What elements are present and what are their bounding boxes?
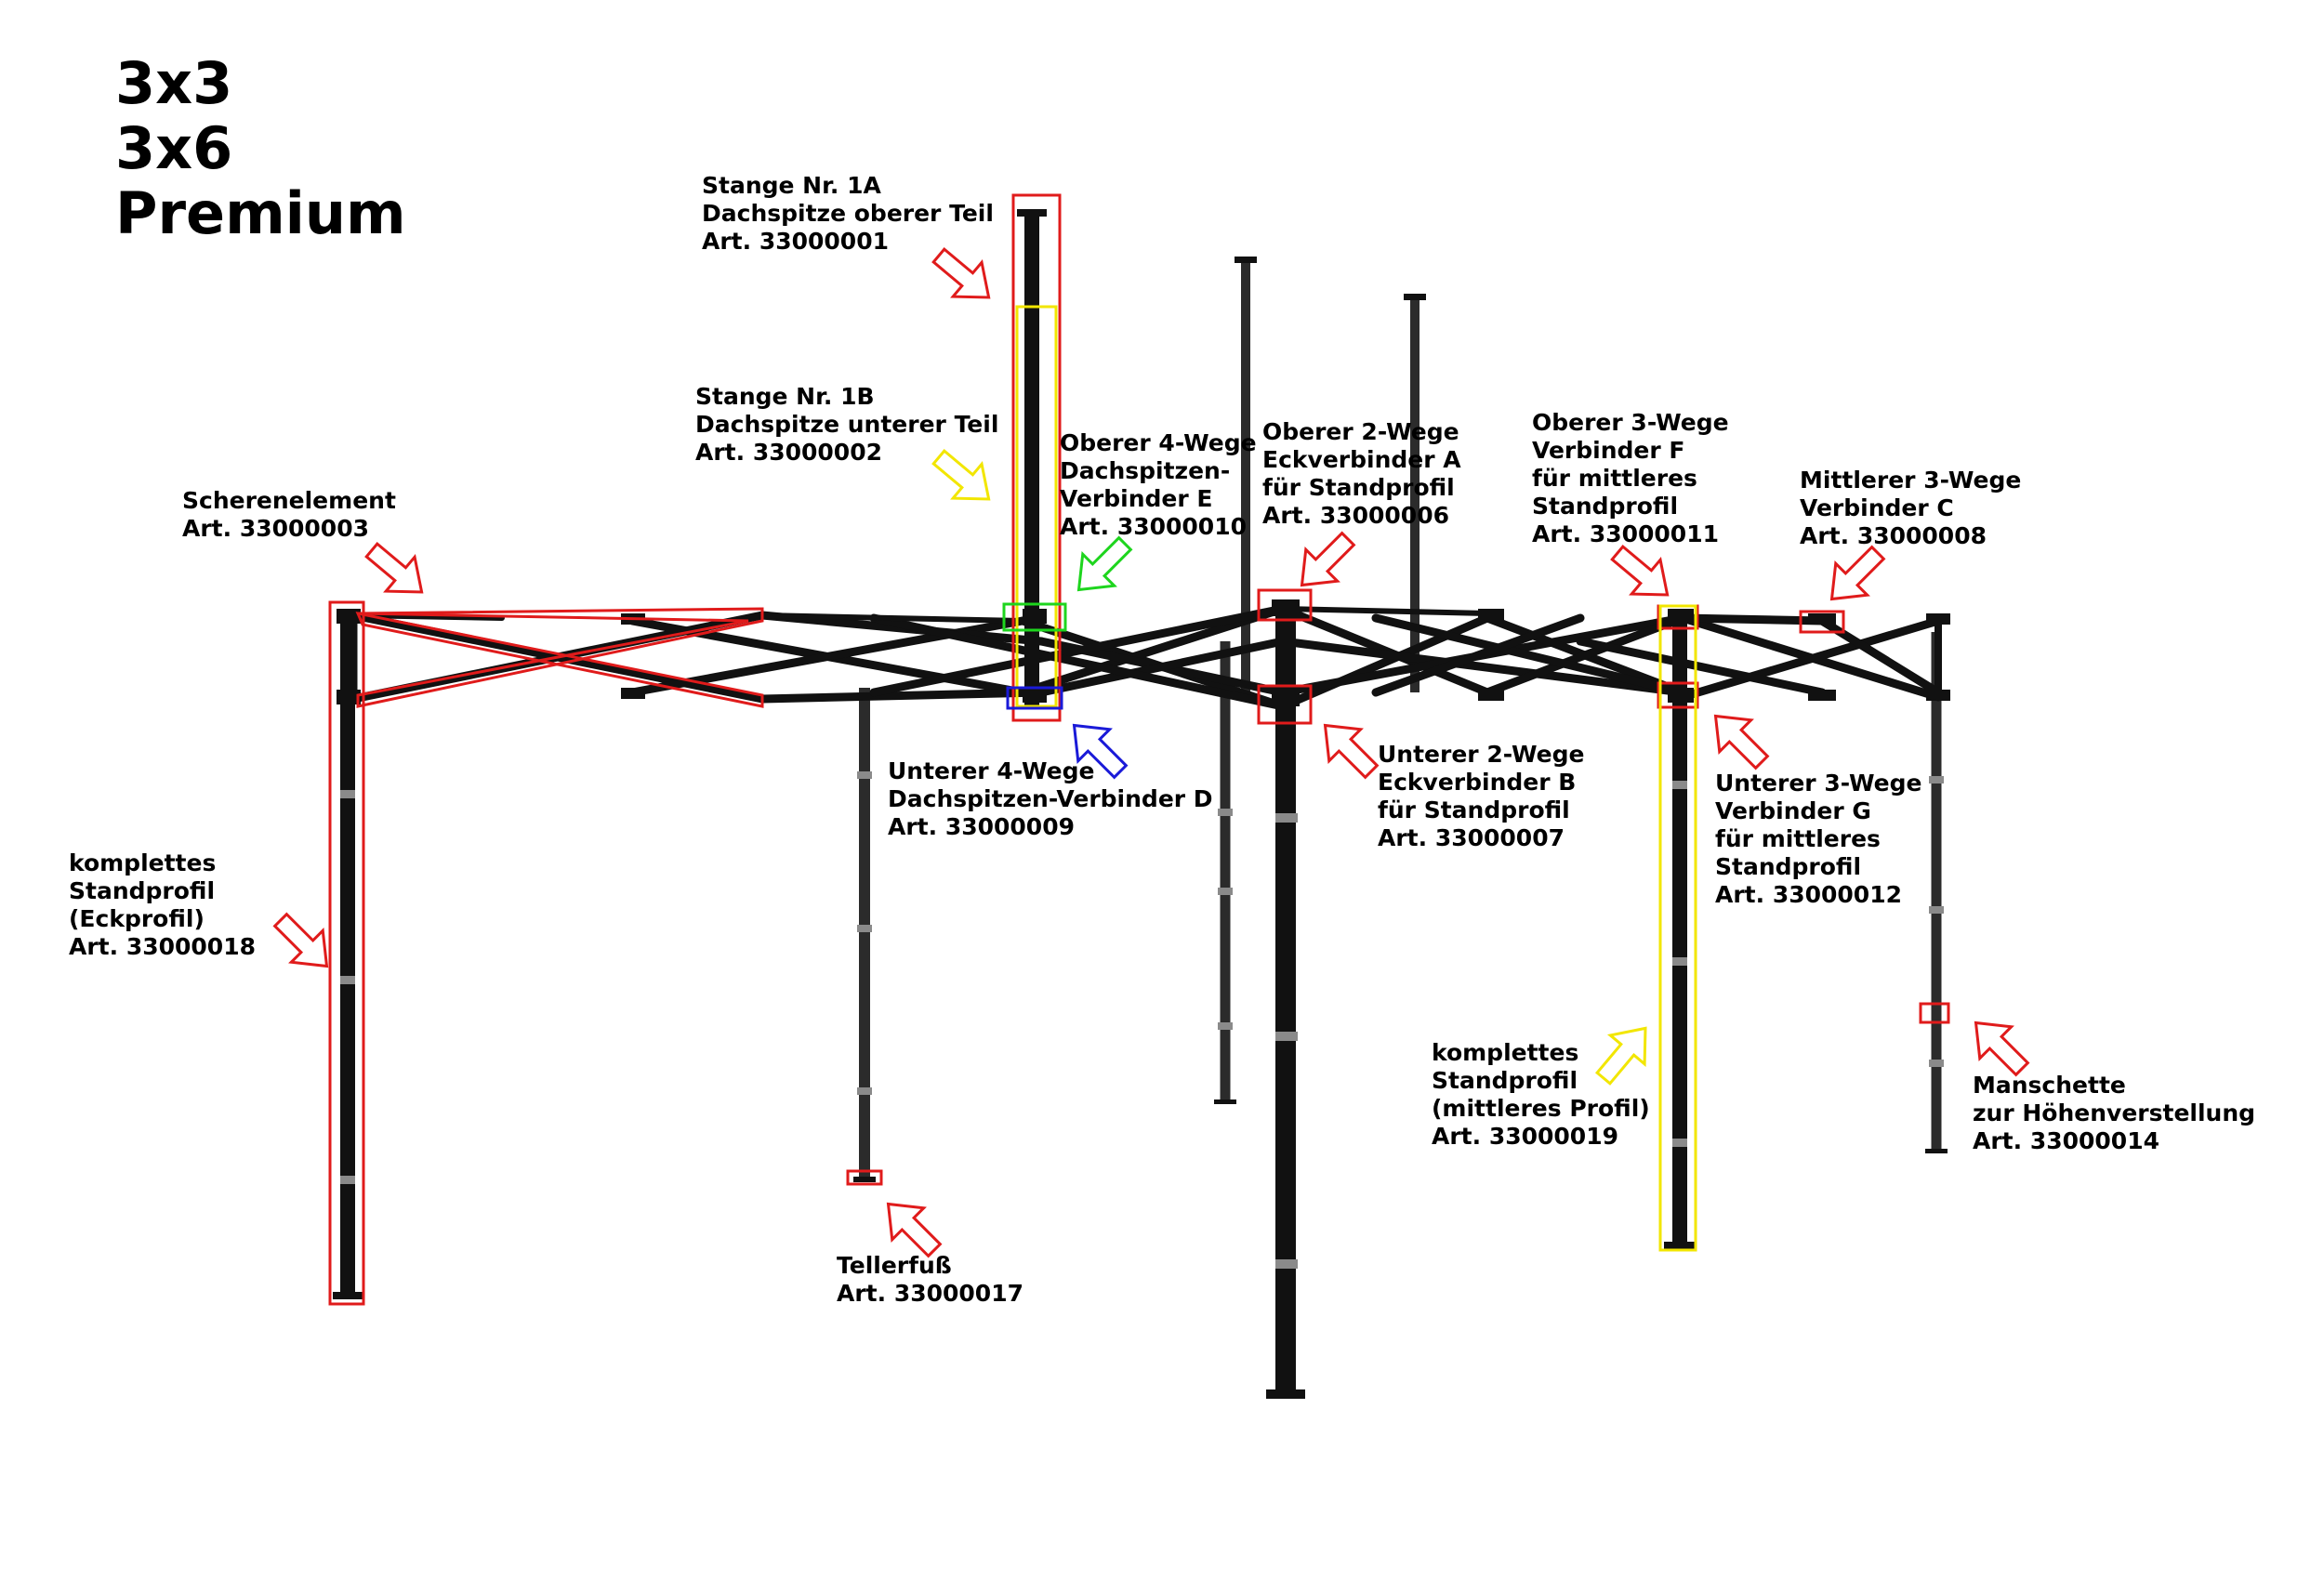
- label-stange-1a: Stange Nr. 1A Dachspitze oberer Teil Art…: [702, 172, 994, 255]
- label-oberer-4-wege: Oberer 4-Wege Dachspitzen- Verbinder E A…: [1060, 429, 1257, 540]
- middle-profile-box: [1658, 604, 1697, 1252]
- arrow-lower-2way: [1308, 708, 1389, 789]
- scissor-element-box: [356, 607, 764, 708]
- height-sleeves: [340, 771, 1944, 1269]
- label-tellerfuss: Tellerfuß Art. 33000017: [837, 1252, 1023, 1307]
- arrow-scissor: [356, 532, 438, 611]
- label-mittlerer-3-wege: Mittlerer 3-Wege Verbinder C Art. 330000…: [1800, 467, 2022, 549]
- label-standprofil-mitte: komplettes Standprofil (mittleres Profil…: [1432, 1039, 1650, 1150]
- label-standprofil-eck: komplettes Standprofil (Eckprofil) Art. …: [69, 849, 256, 960]
- label-manschette: Manschette zur Höhenverstellung Art. 330…: [1973, 1072, 2256, 1154]
- pole-1b-box: [1015, 305, 1058, 708]
- title-line-2: 3x6: [115, 114, 233, 182]
- title-line-1: 3x3: [115, 49, 233, 117]
- feet-and-caps: [333, 209, 1696, 1399]
- title-line-3: Premium: [115, 179, 406, 247]
- foot-box: [846, 1169, 883, 1186]
- lower-2way-box: [1257, 684, 1313, 725]
- connectors: [337, 599, 1950, 706]
- lower-4way-box: [1006, 686, 1063, 710]
- label-unterer-2-wege: Unterer 2-Wege Eckverbinder B für Standp…: [1378, 741, 1585, 851]
- label-stange-1b: Stange Nr. 1B Dachspitze unterer Teil Ar…: [695, 383, 999, 466]
- upper-2way-box: [1257, 588, 1313, 622]
- pole-1a-box: [1011, 193, 1062, 722]
- label-oberer-3-wege: Oberer 3-Wege Verbinder F für mittleres …: [1532, 409, 1729, 547]
- sleeve-box: [1919, 1002, 1950, 1024]
- product-title: 3x3 3x6 Premium: [115, 51, 406, 246]
- highlight-boxes: [328, 193, 1950, 1306]
- label-unterer-3-wege: Unterer 3-Wege Verbinder G für mittleres…: [1715, 770, 1922, 908]
- label-oberer-2-wege: Oberer 2-Wege Eckverbinder A für Standpr…: [1262, 418, 1461, 529]
- middle-3way-box: [1799, 610, 1845, 634]
- label-unterer-4-wege: Unterer 4-Wege Dachspitzen-Verbinder D A…: [888, 757, 1213, 840]
- pointer-arrows: [263, 237, 2040, 1268]
- corner-profile-box: [328, 600, 365, 1306]
- lower-3way-box: [1657, 681, 1699, 709]
- arrow-lower-3way: [1698, 699, 1779, 780]
- scissor-truss: [349, 604, 1943, 711]
- upper-4way-box: [1002, 602, 1067, 632]
- label-scherenelement: Scherenelement Art. 33000003: [182, 487, 396, 542]
